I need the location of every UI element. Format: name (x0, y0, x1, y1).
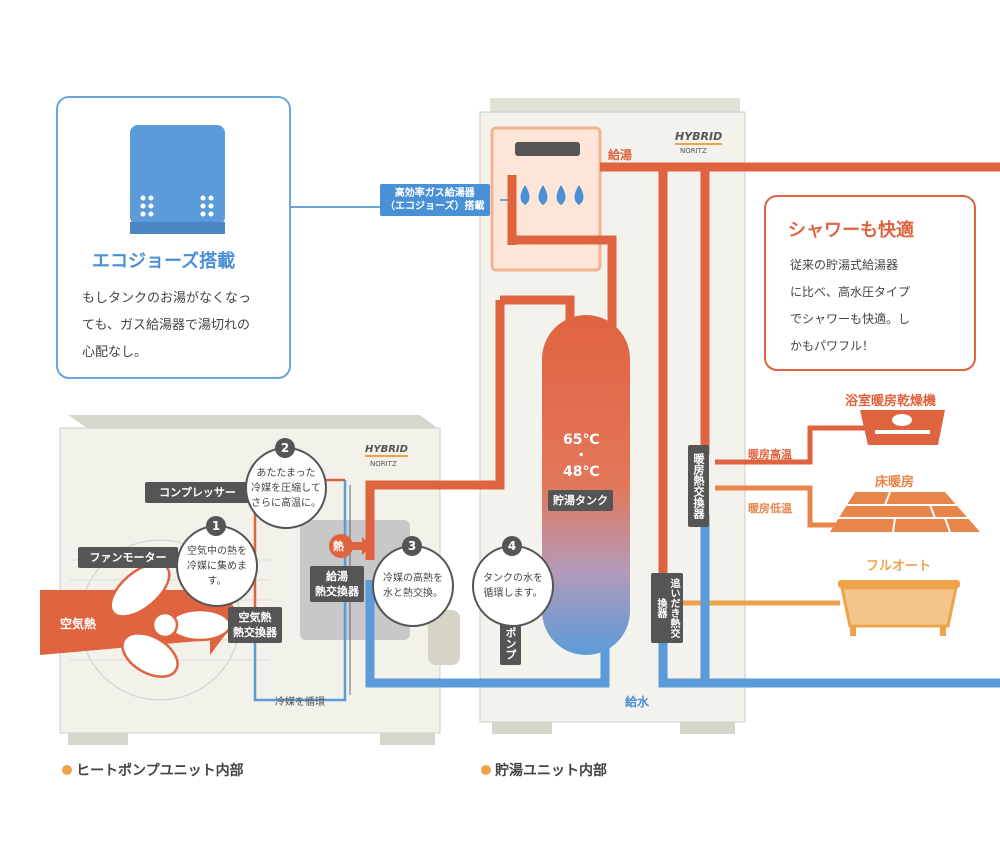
temp-high: 65℃ (563, 432, 600, 448)
body-line: でシャワーも快適。し (790, 312, 911, 326)
cold-water-pipes (365, 515, 1000, 688)
body-line: に比べ、高水圧タイプ (790, 285, 911, 299)
label-line: 高効率ガス給湯器 (394, 188, 475, 199)
storage-caption: 貯湯ユニット内部 (495, 763, 607, 779)
step-1-bubble: 空気中の熱を 冷媒に集めます。 (176, 525, 258, 607)
step-3-number: 3 (402, 536, 422, 556)
body-line: 心配なし。 (82, 345, 148, 360)
eco-callout-box (56, 96, 291, 379)
eco-callout-body: もしタンクのお湯がなくなっ ても、ガス給湯器で湯切れの 心配なし。 (82, 285, 251, 366)
floor-heating-label: 床暖房 (875, 475, 915, 490)
temp-separator: ・ (574, 448, 589, 464)
fan-motor-label: ファンモーター (78, 547, 178, 568)
step-3-bubble: 冷媒の高熱を 水と熱交換。 (372, 545, 454, 627)
floor-heating-icon (830, 491, 980, 533)
hot-supply-label: 給湯 (608, 148, 633, 162)
step-1-number: 1 (206, 516, 226, 536)
label-line: 熱交換器 (233, 626, 277, 639)
hybrid-logo: HYBRID (365, 444, 408, 457)
label-line: （エコジョーズ）搭載 (385, 201, 485, 212)
compressor-label: コンプレッサー (145, 482, 250, 503)
eco-callout-title: エコジョーズ搭載 (92, 251, 236, 272)
shower-callout-title: シャワーも快適 (788, 220, 914, 241)
bathtub-icon (838, 580, 960, 636)
heat-badge-bg (329, 534, 353, 558)
body-line: 従来の貯湯式給湯器 (790, 258, 899, 272)
refrigerant-loop-label: 冷媒を循環 (275, 697, 325, 708)
heating-high-label: 暖房高温 (748, 448, 792, 461)
hot-water-pipes (365, 162, 1000, 580)
air-heat-label: 空気熱 (60, 617, 97, 631)
reheat-heat-exchanger-label: 追いだき熱交換器 (651, 573, 683, 643)
noritz-logo: NORITZ (680, 147, 707, 155)
bathroom-dryer-label: 浴室暖房乾燥機 (845, 394, 937, 409)
temp-low: 48℃ (563, 464, 600, 480)
body-line: ても、ガス給湯器で湯切れの (82, 318, 250, 333)
noritz-logo: NORITZ (370, 460, 397, 468)
tank-temperatures: 65℃ ・ 48℃ (563, 432, 599, 480)
full-auto-label: フルオート (866, 559, 932, 574)
shower-callout-body: 従来の貯湯式給湯器 に比べ、高水圧タイプ でシャワーも快適。し かもパワフル！ (790, 252, 910, 360)
fan-icon (109, 562, 232, 678)
water-heat-exchanger-label: 給湯熱交換器 (310, 566, 364, 602)
step-4-bubble: タンクの水を 循環します。 (472, 545, 554, 627)
step-4-number: 4 (502, 536, 522, 556)
heating-high-pipe (715, 425, 870, 465)
shower-callout-box (764, 195, 976, 371)
body-line: かもパワフル！ (790, 339, 875, 353)
heating-low-label: 暖房低温 (748, 502, 792, 515)
hybrid-logo: HYBRID (675, 130, 723, 145)
caption-dot (62, 765, 72, 775)
step-2-bubble: あたたまった 冷媒を圧縮して さらに高温に。 (245, 447, 327, 529)
heating-heat-exchanger-label: 暖房熱交換器 (688, 445, 709, 527)
label-line: 空気熱 (238, 611, 272, 624)
step-2-number: 2 (275, 438, 295, 458)
air-heat-exchanger-label: 空気熱熱交換器 (228, 607, 282, 643)
heat-badge: 熱 (333, 540, 344, 553)
tank-label: 貯湯タンク (548, 490, 613, 511)
label-line: 熱交換器 (315, 585, 359, 598)
cold-supply-label: 給水 (625, 695, 650, 709)
storage-tank (542, 315, 630, 655)
heating-low-pipe (715, 485, 840, 528)
gas-water-heater-icon (130, 125, 225, 234)
label-line: 給湯 (326, 570, 348, 583)
body-line: もしタンクのお湯がなくなっ (82, 291, 252, 306)
gas-heater-label: 高効率ガス給湯器 （エコジョーズ）搭載 (380, 184, 490, 216)
flame-icons (520, 185, 584, 205)
heat-pump-caption: ヒートポンプユニット内部 (76, 763, 244, 779)
bathroom-dryer-icon (860, 410, 945, 445)
caption-dot (481, 765, 491, 775)
